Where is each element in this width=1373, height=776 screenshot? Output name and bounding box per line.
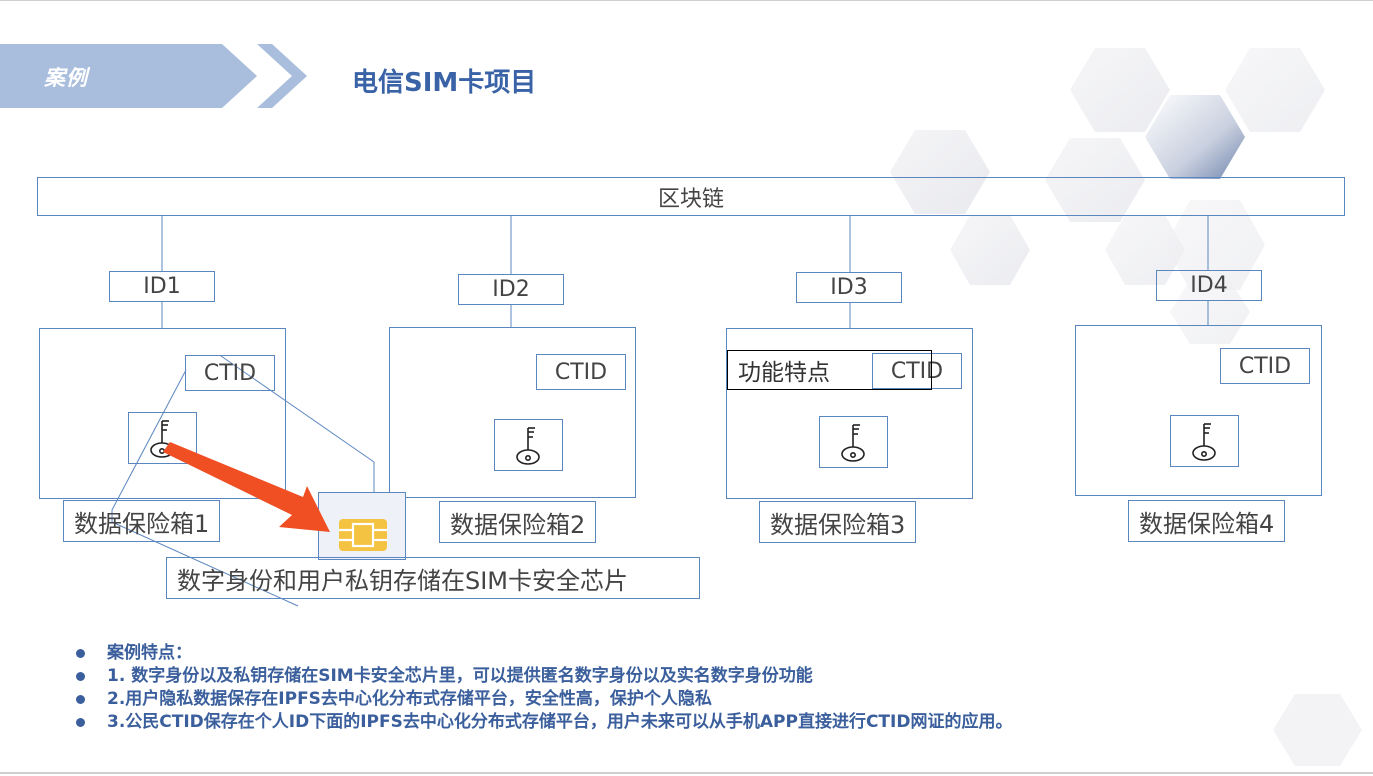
feature-item-3: 3.公民CTID保存在个人ID下面的IPFS去中心化分布式存储平台，用户未来可以… <box>72 711 1012 734</box>
feature-overlay-label: 功能特点 <box>727 350 932 390</box>
decorative-hexagon-bottom <box>1273 694 1362 766</box>
data-vault-2 <box>389 327 636 498</box>
key-box-1 <box>128 412 197 464</box>
features-heading: 案例特点： <box>72 642 1012 665</box>
key-box-3 <box>819 416 888 468</box>
vault-label-1: 数据保险箱1 <box>63 500 221 542</box>
bottom-divider <box>0 772 1373 774</box>
key-box-4 <box>1170 415 1239 467</box>
key-icon <box>841 424 865 462</box>
blockchain-bar: 区块链 <box>37 177 1345 216</box>
case-features-list: 案例特点： 1. 数字身份以及私钥存储在SIM卡安全芯片里，可以提供匿名数字身份… <box>72 642 1012 734</box>
key-icon <box>150 420 174 458</box>
data-vault-4 <box>1075 325 1322 496</box>
id-box-4: ID4 <box>1156 270 1262 301</box>
key-icon <box>516 427 540 465</box>
id-box-3: ID3 <box>796 272 902 303</box>
ctid-box-1: CTID <box>185 355 275 391</box>
id-box-2: ID2 <box>458 274 564 305</box>
vault-label-2: 数据保险箱2 <box>439 501 597 543</box>
feature-item-2: 2.用户隐私数据保存在IPFS去中心化分布式存储平台，安全性高，保护个人隐私 <box>72 688 1012 711</box>
key-icon <box>1192 423 1216 461</box>
sim-chip-box <box>318 492 406 560</box>
section-label: 案例 <box>44 66 88 90</box>
ctid-box-4: CTID <box>1220 348 1310 384</box>
section-banner <box>0 44 307 108</box>
data-vault-1 <box>39 328 286 499</box>
vault-label-3: 数据保险箱3 <box>759 501 917 543</box>
vault-label-4: 数据保险箱4 <box>1128 500 1286 542</box>
page-title: 电信SIM卡项目 <box>352 68 537 98</box>
data-vault-3 <box>726 328 973 499</box>
key-box-2 <box>494 419 563 471</box>
top-divider <box>0 0 1373 1</box>
ctid-box-2: CTID <box>536 354 626 390</box>
sim-chip-icon <box>339 519 387 551</box>
sim-storage-label: 数字身份和用户私钥存储在SIM卡安全芯片 <box>166 557 700 599</box>
feature-item-1: 1. 数字身份以及私钥存储在SIM卡安全芯片里，可以提供匿名数字身份以及实名数字… <box>72 665 1012 688</box>
id-box-1: ID1 <box>109 271 215 302</box>
decorative-hexagons <box>890 48 1325 344</box>
ctid-box-3: CTID <box>872 353 962 389</box>
